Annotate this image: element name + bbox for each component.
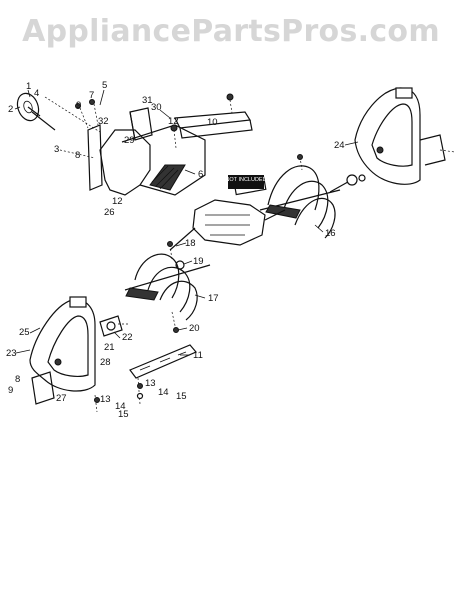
callout-2: 2 [8,104,13,115]
callout-7: 7 [89,90,94,101]
callout-27: 27 [56,393,67,404]
callout-4: 4 [34,88,39,99]
callout-9-lower: 9 [8,385,13,396]
callout-22: 22 [122,332,133,343]
callout-3: 3 [54,144,59,155]
hardware-lines [44,93,234,159]
callout-30: 30 [151,102,162,113]
leader-lines [14,89,359,356]
callout-29: 29 [124,135,135,146]
left-side-plate [29,296,96,405]
callout-28: 28 [100,357,111,368]
callout-15-right: 15 [176,391,187,402]
right-side-plate [354,87,456,185]
not-included-tag: NOT INCLUDED [225,175,267,189]
callout-17: 17 [208,293,219,304]
callout-31: 31 [142,95,153,106]
callout-19: 19 [193,256,204,267]
callout-14-left: 14 [115,401,126,412]
callout-12-mid: 12 [112,196,123,207]
callout-11: 11 [193,350,203,361]
skid-shoe [129,344,197,379]
callout-5: 5 [102,80,107,91]
gearbox-assembly [167,176,286,270]
not-included-label: NOT INCLUDED [225,177,266,183]
auger-housing [87,107,253,196]
callout-32: 32 [98,116,109,127]
callout-13-left: 13 [100,394,111,405]
callout-18: 18 [185,238,196,249]
callout-labels: 2 1 4 5 9 7 32 3 8 29 31 30 12 10 6 12 2… [6,80,345,420]
callout-6: 6 [198,169,203,180]
callout-20: 20 [189,323,200,334]
callout-8-lower: 8 [15,374,20,385]
callout-8: 8 [75,150,80,161]
callout-1: 1 [26,81,31,92]
callout-15-left: 15 [118,409,129,420]
callout-16: 16 [325,228,336,239]
callout-24: 24 [334,140,345,151]
right-auger [259,154,366,239]
left-auger [124,253,211,333]
callout-13-right: 13 [145,378,156,389]
callout-14-right: 14 [158,387,169,398]
callout-12-top: 12 [168,116,179,127]
bottom-hardware [94,377,144,413]
callout-25: 25 [19,327,30,338]
watermark: AppliancePartsPros.com [22,14,440,49]
callout-23: 23 [6,348,17,359]
callout-10: 10 [207,117,218,128]
crank-wheel [16,92,56,131]
callout-9: 9 [76,100,81,111]
callout-21: 21 [104,342,115,353]
callout-26: 26 [104,207,115,218]
bearing-parts [99,315,130,337]
